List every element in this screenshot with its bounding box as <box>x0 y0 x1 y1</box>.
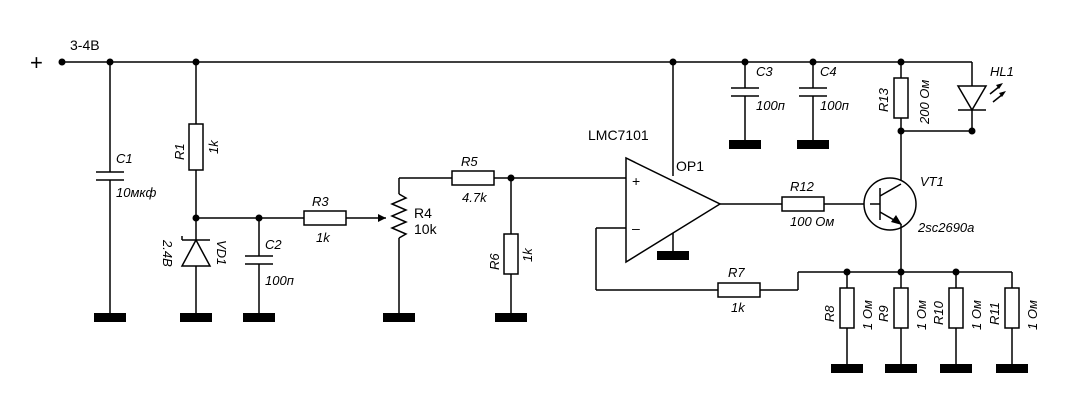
r3-ref-label: R3 <box>312 194 329 209</box>
capacitor-c1: C1 10мкф <box>94 62 157 322</box>
vd1-value-label: 2.4В <box>160 239 175 267</box>
r12-value-label: 100 Ом <box>790 214 834 229</box>
r9-ref-label: R9 <box>876 305 891 322</box>
supply-plus-sign: + <box>30 50 43 75</box>
c3-value-label: 100п <box>756 98 785 113</box>
c4-value-label: 100п <box>820 98 849 113</box>
c3-ref-label: C3 <box>756 64 773 79</box>
r10-ref-label: R10 <box>931 300 946 325</box>
op1-ref-label: OP1 <box>676 158 704 174</box>
transistor-vt1: VT1 2sc2690a <box>863 174 974 272</box>
r11-ref-label: R11 <box>987 302 1002 325</box>
resistor-r1: R1 1k <box>172 62 221 218</box>
resistor-r10: R10 1 Ом <box>931 272 984 373</box>
c1-ref-label: C1 <box>116 151 133 166</box>
r6-ref-label: R6 <box>487 253 502 270</box>
c4-ref-label: C4 <box>820 64 837 79</box>
resistor-r13: R13 200 Ом <box>876 62 972 184</box>
r3-value-label: 1k <box>316 230 331 245</box>
resistor-r9: R9 1 Ом <box>876 272 929 373</box>
c2-value-label: 100п <box>265 273 294 288</box>
vt1-ref-label: VT1 <box>920 174 944 189</box>
potentiometer-r4: R4 10k <box>383 177 452 322</box>
r7-ref-label: R7 <box>728 265 745 280</box>
r1-value-label: 1k <box>206 139 221 154</box>
op1-plus-label: + <box>632 173 640 189</box>
op1-minus-label: – <box>632 220 640 236</box>
vd1-ref-label: VD1 <box>214 240 229 265</box>
r1-ref-label: R1 <box>172 143 187 160</box>
r4-value-label: 10k <box>414 221 438 237</box>
r4-ref-label: R4 <box>414 205 432 221</box>
r11-value-label: 1 Ом <box>1025 300 1040 330</box>
r5-value-label: 4.7k <box>462 190 488 205</box>
led-hl1: HL1 <box>956 62 1014 135</box>
supply-voltage-label: 3-4В <box>70 37 100 53</box>
resistor-r11: R11 1 Ом <box>987 272 1040 373</box>
r6-value-label: 1k <box>520 247 535 262</box>
r10-value-label: 1 Ом <box>969 300 984 330</box>
r5-ref-label: R5 <box>461 154 478 169</box>
resistor-r6: R6 1k <box>487 178 535 322</box>
r7-value-label: 1k <box>731 300 746 315</box>
resistor-r8: R8 1 Ом <box>822 272 875 373</box>
r9-value-label: 1 Ом <box>914 300 929 330</box>
opamp-op1: + – LMC7101 OP1 <box>588 62 782 290</box>
resistor-r3: R3 1k <box>303 194 386 245</box>
hl1-ref-label: HL1 <box>990 64 1014 79</box>
resistor-r12: R12 100 Ом <box>781 179 870 229</box>
r13-ref-label: R13 <box>876 87 891 112</box>
op1-part-label: LMC7101 <box>588 127 649 143</box>
capacitor-c3: C3 100п <box>729 62 785 149</box>
r12-ref-label: R12 <box>790 179 815 194</box>
r8-ref-label: R8 <box>822 305 837 322</box>
capacitor-c4: C4 100п <box>797 62 849 149</box>
resistor-r5: R5 4.7k <box>451 154 626 205</box>
r8-value-label: 1 Ом <box>860 300 875 330</box>
emitter-bus <box>797 268 1012 290</box>
vt1-part-label: 2sc2690a <box>917 220 974 235</box>
c1-value-label: 10мкф <box>116 185 157 200</box>
capacitor-c2: C2 100п <box>243 218 294 322</box>
r13-value-label: 200 Ом <box>917 80 932 125</box>
resistor-r7: R7 1k <box>596 265 798 315</box>
c2-ref-label: C2 <box>265 237 282 252</box>
zener-diode-vd1: 2.4В VD1 <box>160 218 229 322</box>
